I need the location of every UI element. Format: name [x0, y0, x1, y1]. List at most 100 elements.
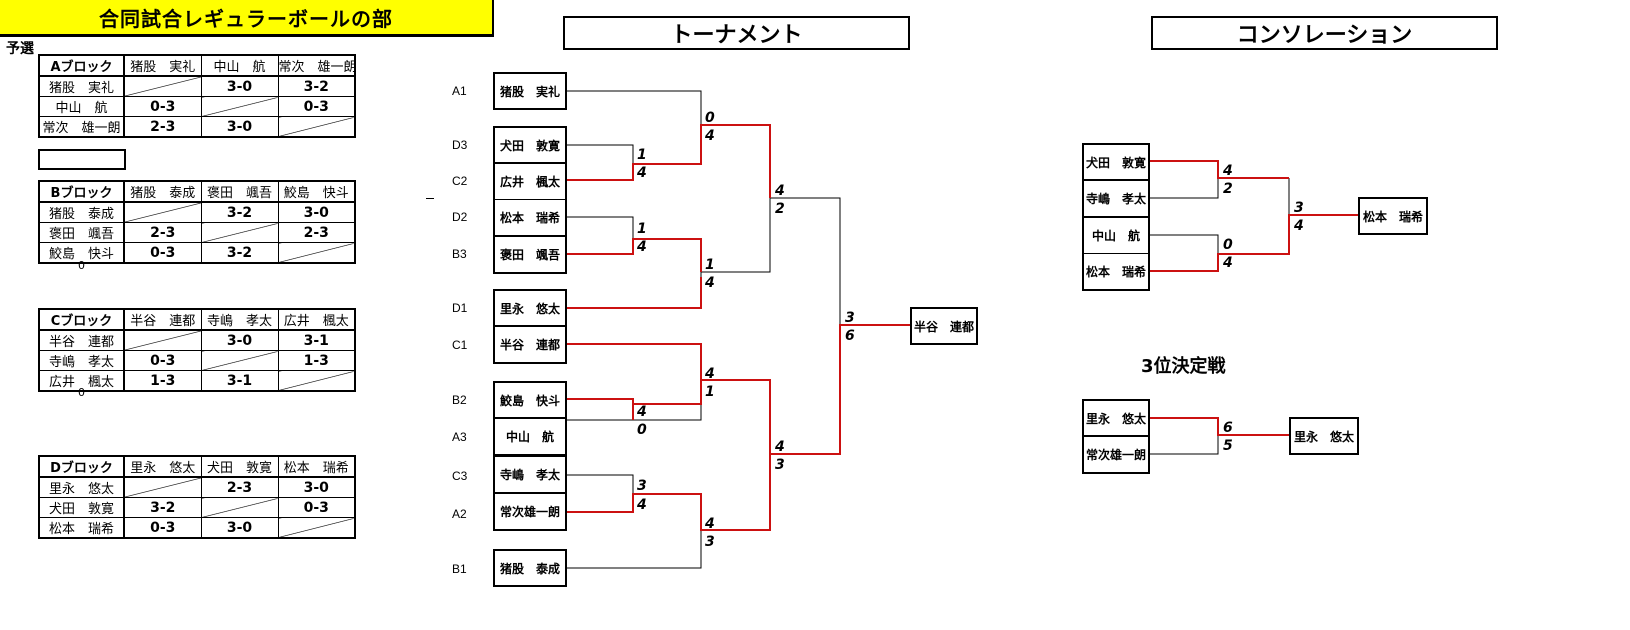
player-box[interactable]: 里永 悠太	[1082, 399, 1150, 437]
row-player: 里永 悠太	[38, 476, 125, 498]
score-cell: 3-0	[200, 116, 279, 138]
score: 4	[775, 183, 785, 199]
seed-label: C3	[452, 469, 468, 483]
score-cell: 3-1	[200, 370, 279, 392]
winner-line	[1150, 214, 1358, 272]
winner-line	[567, 124, 771, 198]
diagonal-cell	[277, 370, 356, 392]
row-player: 松本 瑞希	[38, 517, 125, 539]
col-player: 犬田 敦寛	[200, 455, 279, 478]
diagonal-cell	[200, 222, 279, 243]
seed-label: B1	[452, 562, 467, 576]
score: 4	[705, 516, 715, 532]
row-player: 広井 楓太	[38, 370, 125, 392]
player-box[interactable]: 半谷 連都	[493, 326, 567, 364]
score: 4	[1223, 255, 1233, 271]
bracket-line	[701, 198, 771, 273]
player-box[interactable]: 松本 瑞希	[1082, 253, 1150, 291]
score-cell: 1-3	[277, 350, 356, 371]
player-box[interactable]: 猪股 泰成	[493, 549, 567, 587]
score-cell: 2-3	[123, 222, 202, 243]
col-player: 寺嶋 孝太	[200, 308, 279, 331]
diagonal-cell	[200, 350, 279, 371]
player-box[interactable]: 常次雄一朗	[493, 493, 567, 531]
dash-mark	[426, 198, 434, 199]
champion-box[interactable]: 半谷 連都	[910, 307, 978, 345]
score: 4	[1294, 218, 1304, 234]
seed-label: D2	[452, 210, 468, 224]
bracket-line	[1150, 234, 1219, 254]
player-box[interactable]: 犬田 敦寛	[493, 126, 567, 164]
score: 3	[1294, 200, 1304, 216]
player-box[interactable]: 広井 楓太	[493, 163, 567, 201]
score: 1	[705, 384, 715, 400]
score: 1	[637, 221, 647, 237]
col-player: 褒田 颯吾	[200, 180, 279, 203]
diagonal-cell	[277, 116, 356, 138]
row-player: 常次 雄一朗	[38, 116, 125, 138]
score: 1	[705, 257, 715, 273]
col-player: 猪股 泰成	[123, 180, 202, 203]
score: 4	[705, 366, 715, 382]
col-player: 半谷 連都	[123, 308, 202, 331]
col-player: 常次 雄一朗	[277, 54, 356, 77]
bracket-line	[567, 216, 634, 239]
score: 4	[637, 404, 647, 420]
score: 4	[637, 165, 647, 181]
player-box[interactable]: 常次雄一朗	[1082, 436, 1150, 474]
seed-label: B2	[452, 393, 467, 407]
player-box[interactable]: 寺嶋 孝太	[1082, 180, 1150, 218]
score: 4	[775, 439, 785, 455]
block-c-footer: 0	[78, 386, 85, 399]
score: 6	[845, 328, 855, 344]
score: 0	[705, 110, 715, 126]
row-player: 褒田 颯吾	[38, 222, 125, 243]
block-a-table: Aブロック 猪股 実礼 中山 航 常次 雄一朗 猪股 実礼 3-0 3-2 中山…	[38, 54, 356, 138]
winner-line	[633, 380, 702, 405]
row-player: 中山 航	[38, 96, 125, 117]
bracket-line	[567, 404, 634, 421]
col-player: 中山 航	[200, 54, 279, 77]
diagonal-cell	[200, 497, 279, 518]
prelim-label: 予選	[6, 41, 34, 57]
score: 4	[1223, 163, 1233, 179]
row-player: 寺嶋 孝太	[38, 350, 125, 371]
seed-label: C1	[452, 338, 468, 352]
winner-line	[567, 238, 702, 272]
score: 0	[1223, 237, 1233, 253]
block-d-table: Dブロック 里永 悠太 犬田 敦寛 松本 瑞希 里永 悠太 2-3 3-0 犬田…	[38, 455, 356, 539]
player-box[interactable]: 鮫島 快斗	[493, 381, 567, 419]
block-name: Cブロック	[38, 308, 125, 331]
third-place-title: 3位決定戦	[1141, 356, 1226, 377]
row-player: 鮫島 快斗	[38, 242, 125, 264]
score-cell: 0-3	[123, 96, 202, 117]
consolation-winner-box[interactable]: 松本 瑞希	[1358, 197, 1428, 235]
diagonal-cell	[123, 201, 202, 223]
score-cell: 2-3	[277, 222, 356, 243]
player-box[interactable]: 松本 瑞希	[493, 199, 567, 237]
player-box[interactable]: 寺嶋 孝太	[493, 456, 567, 494]
seed-label: A2	[452, 507, 467, 521]
score: 2	[775, 201, 785, 217]
player-box[interactable]: 犬田 敦寛	[1082, 143, 1150, 181]
player-box[interactable]: 中山 航	[1082, 217, 1150, 255]
score: 4	[637, 497, 647, 513]
bracket-line	[567, 474, 634, 494]
player-box[interactable]: 褒田 颯吾	[493, 236, 567, 274]
score: 3	[775, 457, 785, 473]
block-b-table: Bブロック 猪股 泰成 褒田 颯吾 鮫島 快斗 猪股 泰成 3-2 3-0 褒田…	[38, 180, 356, 264]
winner-line	[567, 324, 910, 455]
player-box[interactable]: 里永 悠太	[493, 289, 567, 327]
col-player: 広井 楓太	[277, 308, 356, 331]
player-box[interactable]: 中山 航	[493, 418, 567, 456]
score-cell: 0-3	[277, 96, 356, 117]
winner-line	[567, 398, 634, 420]
block-b-footer: 0	[78, 259, 85, 272]
score: 3	[637, 478, 647, 494]
third-place-winner-box[interactable]: 里永 悠太	[1289, 417, 1359, 455]
tournament-title: トーナメント	[563, 16, 910, 50]
score: 0	[637, 422, 647, 438]
player-box[interactable]: 猪股 実礼	[493, 72, 567, 110]
col-player: 里永 悠太	[123, 455, 202, 478]
